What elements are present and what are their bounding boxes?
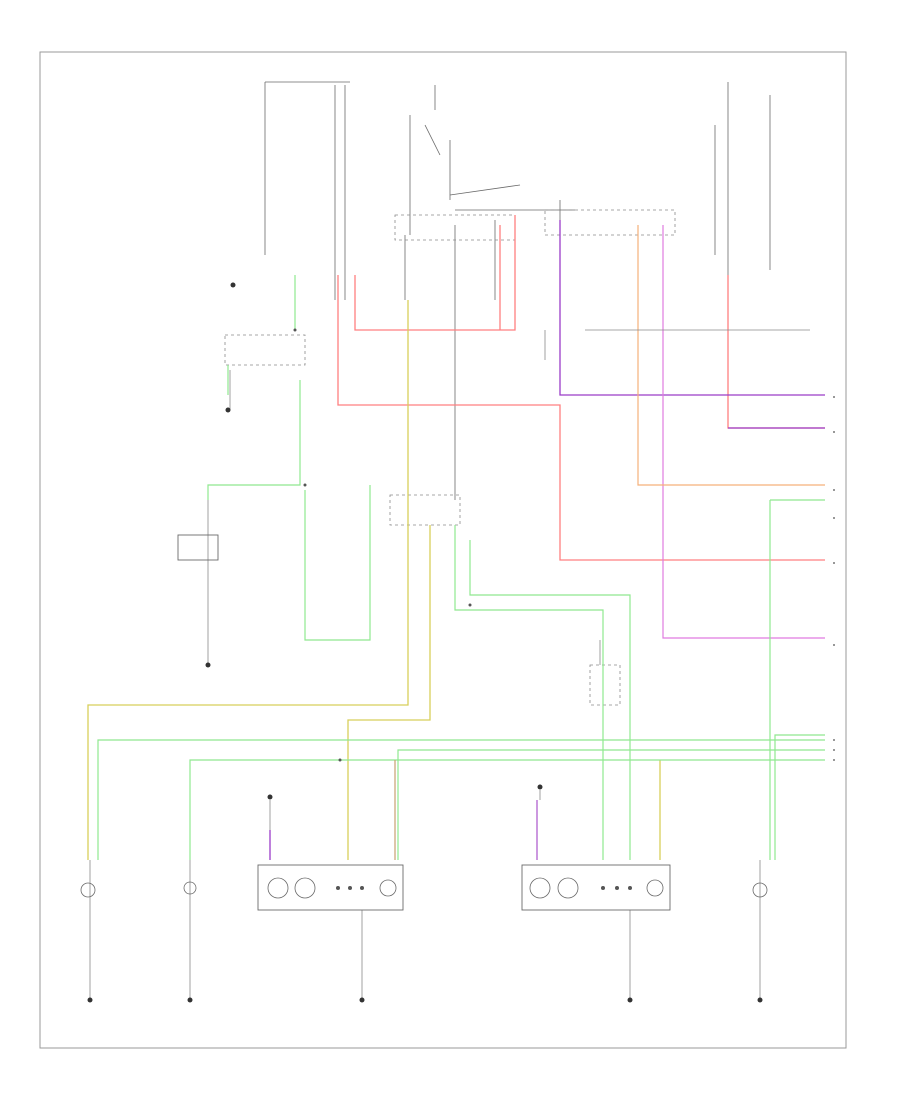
ground-icon: [230, 282, 236, 288]
right-edge-terminals: [833, 396, 835, 761]
junction-boxes: [224, 209, 676, 706]
wire-purple: [269, 220, 825, 860]
wire-orange: [637, 225, 825, 486]
wire-red: [337, 215, 825, 561]
ground-icon: [537, 784, 543, 790]
ground-icon: [205, 662, 211, 668]
ground-icon: [627, 997, 633, 1003]
ground-icon: [267, 794, 273, 800]
ground-symbols: [87, 282, 763, 1003]
ground-icon: [87, 997, 93, 1003]
ground-icon: [187, 997, 193, 1003]
relay-box: [177, 534, 219, 561]
connector-dots: [293, 328, 632, 890]
ground-icon: [225, 407, 231, 413]
ground-icon: [757, 997, 763, 1003]
left-lamp-unit: [257, 864, 404, 911]
power-feeds: [264, 81, 771, 500]
gray-wiring: [89, 329, 810, 1000]
lamp-symbols: [80, 877, 768, 899]
diagram-frame: [39, 51, 847, 1049]
right-lamp-unit: [521, 864, 671, 911]
ground-icon: [359, 997, 365, 1003]
wire-yellow: [87, 300, 661, 860]
control-units: [177, 534, 671, 911]
wire-magenta: [662, 225, 825, 639]
wire-green: [97, 275, 825, 860]
